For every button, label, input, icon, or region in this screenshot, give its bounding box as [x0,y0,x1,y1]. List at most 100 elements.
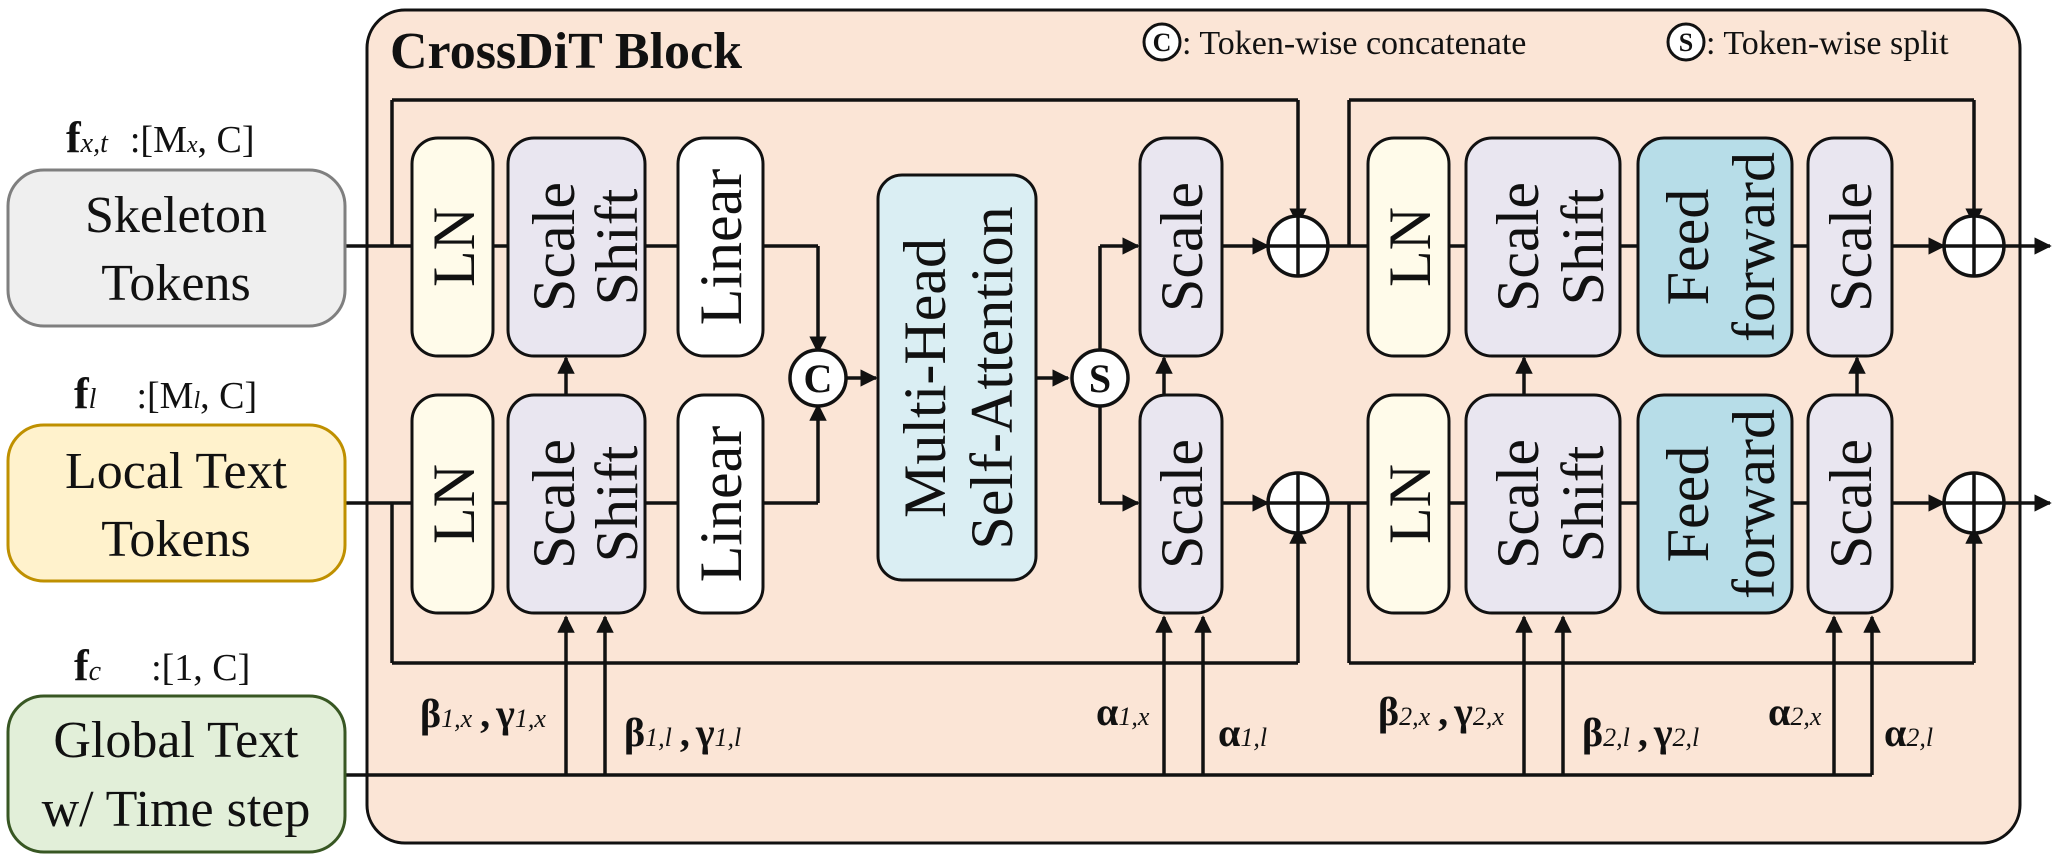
param-b2x-sym: β [1378,689,1399,734]
feature-local-sub: l [89,384,97,415]
scale-block-ff-top: Scale [1806,136,1894,358]
param-alpha-2x: α2,x [1768,689,1822,734]
param-g1l-sym: γ [695,710,715,755]
add-node-2-top [1942,214,2006,278]
feature-skeleton-symbol: f [66,113,82,162]
shift-label-1-bottom: Shift [584,445,650,562]
param-a1x-sym: α [1096,689,1118,734]
input-skeleton-tokens: Skeleton Tokens [6,168,347,328]
forward-label-bottom: forward [1721,409,1787,599]
scale-label-1-top: Scale [521,182,587,312]
param-g2l-sub: 2,l [1673,723,1700,752]
param-alpha-1x: α1,x [1096,689,1150,734]
param-g2x-sub: 2,x [1473,702,1505,731]
feature-global-symbol: f [74,641,90,690]
param-b2l-sub: 2,l [1603,723,1630,752]
param-comma-3: , [1438,689,1448,734]
param-b1x-sym: β [420,691,441,736]
param-a1l-sub: 1,l [1240,723,1267,752]
input-global-text: Global Text w/ Time step [6,694,347,854]
param-g1x-sym: γ [495,691,515,736]
param-alpha-1l: α1,l [1218,710,1267,755]
param-g1l-sub: 1,l [715,723,742,752]
concat-node: C [788,348,848,408]
forward-label-top: forward [1721,152,1787,342]
scale-label-2-top: Scale [1485,182,1551,312]
block-title: CrossDiT Block [390,23,742,80]
legend-concat-symbol: C [1153,28,1172,57]
param-a2l-sub: 2,l [1906,723,1933,752]
linear-block-bottom: Linear [676,393,765,615]
param-beta-2x-gamma-2x: β2,x,γ2,x [1378,689,1504,734]
feature-local: fl:[Ml, C] [74,369,257,418]
global-label-line1: Global Text [53,712,299,769]
local-label-line1: Local Text [65,443,288,500]
scale-shift-block-1-top: Scale Shift [506,136,650,358]
split-node: S [1070,348,1130,408]
mhsa-label-line2: Self-Attention [959,206,1025,549]
param-a2x-sub: 2,x [1790,702,1822,731]
scale-label-2-bottom: Scale [1485,439,1551,569]
param-a2l-sym: α [1884,710,1906,755]
ln-block-1-bottom: LN [410,393,495,615]
shift-label-1-top: Shift [584,188,650,305]
param-b1l-sym: β [624,710,645,755]
param-a1x-sub: 1,x [1118,702,1150,731]
feature-local-shape-post: , C] [200,375,257,417]
feature-skeleton-sub: x,t [80,128,109,159]
scale-label-ff-top: Scale [1818,182,1884,312]
param-alpha-2l: α2,l [1884,710,1933,755]
mhsa-label-line1: Multi-Head [892,238,958,518]
feed-label-bottom: Feed [1655,446,1721,563]
feature-global-shape-pre: :[1, C] [151,647,250,689]
param-g2x-sym: γ [1453,689,1473,734]
skeleton-label-line1: Skeleton [85,187,267,244]
skeleton-label-line2: Tokens [101,255,250,312]
feature-local-symbol: f [74,369,90,418]
linear-label-top: Linear [688,169,754,326]
feedforward-block-top: Feed forward [1636,136,1794,358]
concat-node-label: C [804,356,833,401]
scale-block-attn-bottom: Scale [1138,393,1224,615]
param-beta-1x-gamma-1x: β1,x,γ1,x [420,691,546,736]
param-b1x-sub: 1,x [441,704,473,733]
add-node-2-bottom [1942,471,2006,535]
local-label-line2: Tokens [101,511,250,568]
legend-split-text: : Token-wise split [1706,25,1949,62]
feature-skeleton-shape-sub: x [186,132,198,158]
param-g2l-sym: γ [1653,710,1673,755]
legend-concat-icon [1142,22,1182,62]
feature-skeleton-shape-pre: :[M [130,119,187,161]
feature-skeleton: fx,t:[Mx, C] [66,113,255,162]
scale-shift-block-2-top: Scale Shift [1464,136,1622,358]
scale-block-attn-top: Scale [1138,136,1224,358]
scale-label-attn-bottom: Scale [1149,439,1215,569]
legend-concat-text: : Token-wise concatenate [1182,25,1526,62]
param-b1l-sub: 1,l [645,723,672,752]
ln-block-2-bottom: LN [1366,393,1451,615]
add-node-1-top [1266,214,1330,278]
param-a1l-sym: α [1218,710,1240,755]
ln-label-2-bottom: LN [1377,464,1443,544]
param-beta-2l-gamma-2l: β2,l,γ2,l [1582,710,1699,755]
legend-split: S : Token-wise split [1666,22,1949,62]
param-b2x-sub: 2,x [1399,702,1431,731]
linear-label-bottom: Linear [688,426,754,583]
param-g1x-sub: 1,x [515,704,547,733]
ln-label-1-top: LN [421,207,487,287]
param-comma-4: , [1638,710,1648,755]
input-local-text-tokens: Local Text Tokens [6,423,347,583]
wires [345,98,2052,777]
ln-block-2-top: LN [1366,136,1451,358]
param-b2l-sym: β [1582,710,1603,755]
legend-split-symbol: S [1679,28,1693,57]
split-node-label: S [1089,356,1111,401]
feed-label-top: Feed [1655,189,1721,306]
global-label-line2: w/ Time step [42,781,311,838]
multi-head-self-attention-block: Multi-Head Self-Attention [876,173,1038,582]
feature-global-sub: c [89,656,102,687]
feature-local-shape-pre: :[M [136,375,193,417]
scale-label-1-bottom: Scale [521,439,587,569]
param-beta-1l-gamma-1l: β1,l,γ1,l [624,710,741,755]
